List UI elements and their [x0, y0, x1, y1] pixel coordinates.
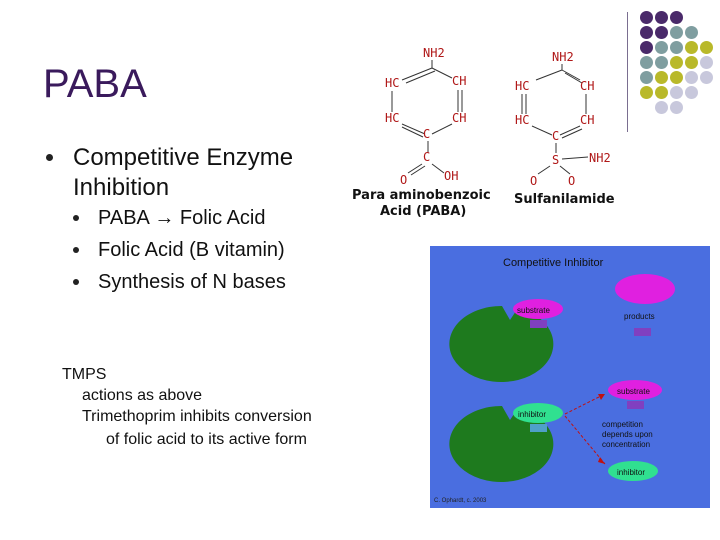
deco-dot: [685, 26, 698, 39]
substrate-free-right: [608, 380, 662, 400]
deco-dot: [655, 11, 668, 24]
sulfa-o-left: O: [530, 174, 537, 188]
arrow-head-down: [598, 457, 605, 464]
diagram-credit: C. Ophardt, c. 2003: [434, 498, 487, 504]
competition-line-3: concentration: [602, 440, 650, 449]
deco-dot: [685, 56, 698, 69]
sulfa-o-right: O: [568, 174, 575, 188]
paba-hc-top: HC: [385, 76, 399, 90]
deco-dot: [685, 71, 698, 84]
deco-dot: [655, 71, 668, 84]
slide-title: PABA: [43, 62, 147, 106]
deco-dot: [670, 26, 683, 39]
competition-line-2: depends upon: [602, 430, 653, 439]
deco-dot: [640, 86, 653, 99]
deco-dot: [655, 26, 668, 39]
enzyme-top: [449, 305, 554, 382]
paba-ch-bottom: CH: [452, 111, 466, 125]
tmps-heading: TMPS: [62, 366, 107, 383]
product-block: [634, 328, 651, 336]
paba-label-1: Para aminobenzoic: [352, 188, 491, 203]
substrate-bound-label: substrate: [517, 306, 550, 315]
competition-arrows: [564, 393, 606, 465]
enzyme-bottom: [449, 405, 554, 482]
deco-dot: [670, 11, 683, 24]
sub-bullet-1: PABA → Folic Acid: [98, 207, 266, 229]
sulfa-label: Sulfanilamide: [514, 192, 615, 207]
molecule-structures: NH2 HC CH HC CH C C O OH Para aminobenzo…: [352, 46, 615, 219]
deco-dot: [700, 41, 713, 54]
inhibitor-free-label: inhibitor: [617, 468, 645, 477]
deco-dot: [670, 71, 683, 84]
products-label: products: [624, 312, 655, 321]
paba-oh: OH: [444, 169, 458, 183]
sulfa-c-ring: C: [552, 129, 559, 143]
deco-dot: [640, 41, 653, 54]
deco-dot: [640, 56, 653, 69]
sulfa-s: S: [552, 153, 559, 167]
deco-dot: [670, 56, 683, 69]
sulfa-hc-bottom: HC: [515, 113, 529, 127]
tmps-line-1: actions as above: [82, 387, 203, 404]
inhibitor-bound-label: inhibitor: [518, 410, 546, 419]
deco-dot: [655, 86, 668, 99]
tmps-line-2: Trimethoprim inhibits conversion: [82, 408, 312, 425]
substrate-right-label: substrate: [617, 387, 650, 396]
paba-o: O: [400, 173, 407, 187]
deco-dot: [670, 101, 683, 114]
paba-structure: NH2 HC CH HC CH C C O OH Para aminobenzo…: [352, 46, 491, 219]
deco-dot: [655, 41, 668, 54]
sulfa-nh2-side: NH2: [589, 151, 611, 165]
sub-bullet-dot: [73, 215, 79, 221]
deco-dot: [655, 56, 668, 69]
substrate-right-block: [627, 401, 644, 409]
bound-substrate-block: [530, 320, 547, 328]
sulfa-ch-top: CH: [580, 79, 594, 93]
sub-bullet-3: Synthesis of N bases: [98, 271, 286, 293]
sulfanilamide-structure: NH2 HC CH HC CH C S NH2 O O Sulfanilamid…: [514, 50, 615, 207]
sulfa-nh2-top: NH2: [552, 50, 574, 64]
paba-c-carboxyl: C: [423, 150, 430, 164]
deco-dot: [685, 86, 698, 99]
bound-inhibitor-block: [530, 424, 547, 432]
substrate-bound: [513, 299, 563, 319]
deco-dot: [655, 101, 668, 114]
paba-hc-bottom: HC: [385, 111, 399, 125]
deco-dot: [640, 26, 653, 39]
sub-bullet-2: Folic Acid (B vitamin): [98, 239, 285, 261]
competition-line-1: competition: [602, 420, 643, 429]
deco-dot: [685, 41, 698, 54]
bullet-dot: [46, 154, 53, 161]
paba-nh2: NH2: [423, 46, 445, 60]
deco-dot: [670, 86, 683, 99]
paba-ch-top: CH: [452, 74, 466, 88]
tmps-line-3: of folic acid to its active form: [106, 431, 307, 448]
deco-dot: [640, 11, 653, 24]
sulfa-ch-bottom: CH: [580, 113, 594, 127]
inhibitor-free: [608, 461, 658, 481]
deco-dot: [700, 71, 713, 84]
deco-dot: [700, 56, 713, 69]
decorative-divider: [627, 12, 628, 132]
main-bullet-text: Competitive Enzyme Inhibition: [73, 144, 294, 201]
deco-dot: [670, 41, 683, 54]
competitive-inhibitor-panel: Competitive Inhibitor substrate products…: [430, 246, 710, 508]
inhibitor-bound: [513, 403, 563, 423]
sulfa-hc-top: HC: [515, 79, 529, 93]
deco-dot: [640, 71, 653, 84]
diagram-title: Competitive Inhibitor: [503, 257, 604, 269]
paba-c-ring: C: [423, 127, 430, 141]
sub-bullet-dot: [73, 279, 79, 285]
substrate-free-top: [615, 274, 675, 304]
arrow-head-up: [598, 394, 605, 400]
competitive-inhibitor-diagram: Competitive Inhibitor substrate products…: [434, 257, 675, 504]
paba-label-2: Acid (PABA): [380, 204, 466, 219]
sub-bullet-dot: [73, 247, 79, 253]
